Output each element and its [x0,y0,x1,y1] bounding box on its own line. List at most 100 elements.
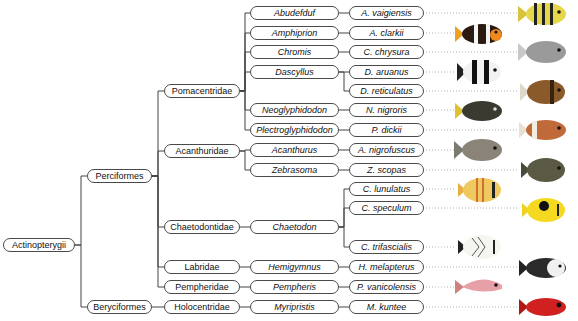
fish-figure [522,198,565,222]
tree-connector [339,208,349,227]
taxon-label: Chromis [255,46,334,58]
fish-part [527,80,565,104]
taxon-box: Beryciformes [87,300,152,314]
taxon-box: Myripristis [250,300,339,314]
taxon-label: Neoglyphidodon [255,104,334,116]
taxon-label: Actinopterygii [8,239,70,251]
taxon-label: Chaetodontidae [169,221,235,233]
taxon-box: C. speculum [349,201,424,215]
fish-part [414,130,518,131]
taxon-label: M. kuntee [354,301,419,313]
leader-lines [414,13,518,307]
fish-figure [519,258,566,278]
tree-connector [339,52,349,53]
tree-connector [152,176,164,287]
tree-connector [240,33,250,91]
taxon-label: D. reticulatus [354,85,419,97]
taxon-box: P. vanicolensis [349,280,424,294]
fish-part [527,158,565,182]
fish-part [532,121,537,139]
fish-figure [454,139,502,161]
taxon-box: A. nigrofuscus [349,143,424,157]
tree-connector [339,150,349,151]
taxon-box: P. dickii [349,123,424,137]
fish-part [490,29,502,41]
tree-connector [240,227,250,228]
fish-part [484,60,489,84]
taxon-box: Pempheridae [164,280,240,294]
fish-part [472,60,477,84]
taxon-label: C. chrysura [354,46,419,58]
fish-part [527,198,565,222]
taxon-box: Pempheris [250,280,339,294]
fish-part [493,240,495,254]
taxon-box: Acanthuridae [164,144,240,158]
tree-connector [339,170,349,171]
taxon-label: C. trifascialis [354,241,419,253]
fish-part [414,170,518,171]
fish-part [526,3,566,25]
fish-figure [455,101,502,121]
fish-figure [455,24,502,44]
taxon-box: Actinopterygii [3,238,75,252]
taxon-box: Pomacentridae [164,84,240,98]
tree-connector [240,267,250,268]
fish-part [462,101,502,121]
fish-figure [519,298,566,316]
taxon-label: Dascyllus [255,66,334,78]
fish-part [526,298,566,316]
fish-part [550,3,553,25]
tree-connector [339,189,349,227]
fish-part [526,120,566,140]
fish-part [478,237,485,257]
tree-connector [240,287,250,288]
fish-part [557,303,562,308]
fish-figure [520,80,565,104]
fish-part [414,307,518,308]
taxon-box: Amphiprion [250,26,339,40]
fish-part [486,24,490,44]
taxon-label: Pomacentridae [169,85,235,97]
fish-part [463,60,501,84]
taxon-label: P. dickii [354,124,419,136]
fish-part [463,235,501,259]
tree-connector [339,307,349,308]
taxon-label: Perciformes [92,170,147,182]
fish-part [462,279,502,291]
taxon-box: Abudefduf [250,6,339,20]
taxon-label: Labridae [169,261,235,273]
fish-part [558,264,561,267]
fish-part [494,283,498,287]
taxon-label: Zebrasoma [255,164,334,176]
tree-connector [240,307,250,308]
fish-figure [518,41,566,63]
tree-connector [339,110,349,111]
taxon-label: Hemigymnus [255,261,334,273]
fish-part [550,80,554,104]
taxon-label: A. vaigiensis [354,7,419,19]
tree-connector [339,287,349,288]
taxon-box: Chromis [250,45,339,59]
taxon-label: Acanthuridae [169,145,235,157]
fish-part [534,3,537,25]
taxon-label: Z. scopas [354,164,419,176]
taxon-box: A. vaigiensis [349,6,424,20]
tree-connector [240,52,250,91]
tree-connector [339,227,349,247]
taxon-label: P. vanicolensis [354,281,419,293]
taxon-box: Z. scopas [349,163,424,177]
taxon-box: Holocentridae [164,300,240,314]
taxon-box: Perciformes [87,169,152,183]
taxon-label: D. aruanus [354,66,419,78]
taxon-box: Chaetodon [250,220,339,234]
tree-connector [152,307,164,308]
fish-part [493,146,497,150]
fish-part [476,178,478,202]
taxon-box: N. nigroris [349,103,424,117]
taxon-label: C. lunulatus [354,183,419,195]
taxon-label: Beryciformes [92,301,147,313]
tree-connector [339,33,349,34]
fish-part [542,3,545,25]
taxon-box: Chaetodontidae [164,220,240,234]
fish-part [547,259,565,277]
